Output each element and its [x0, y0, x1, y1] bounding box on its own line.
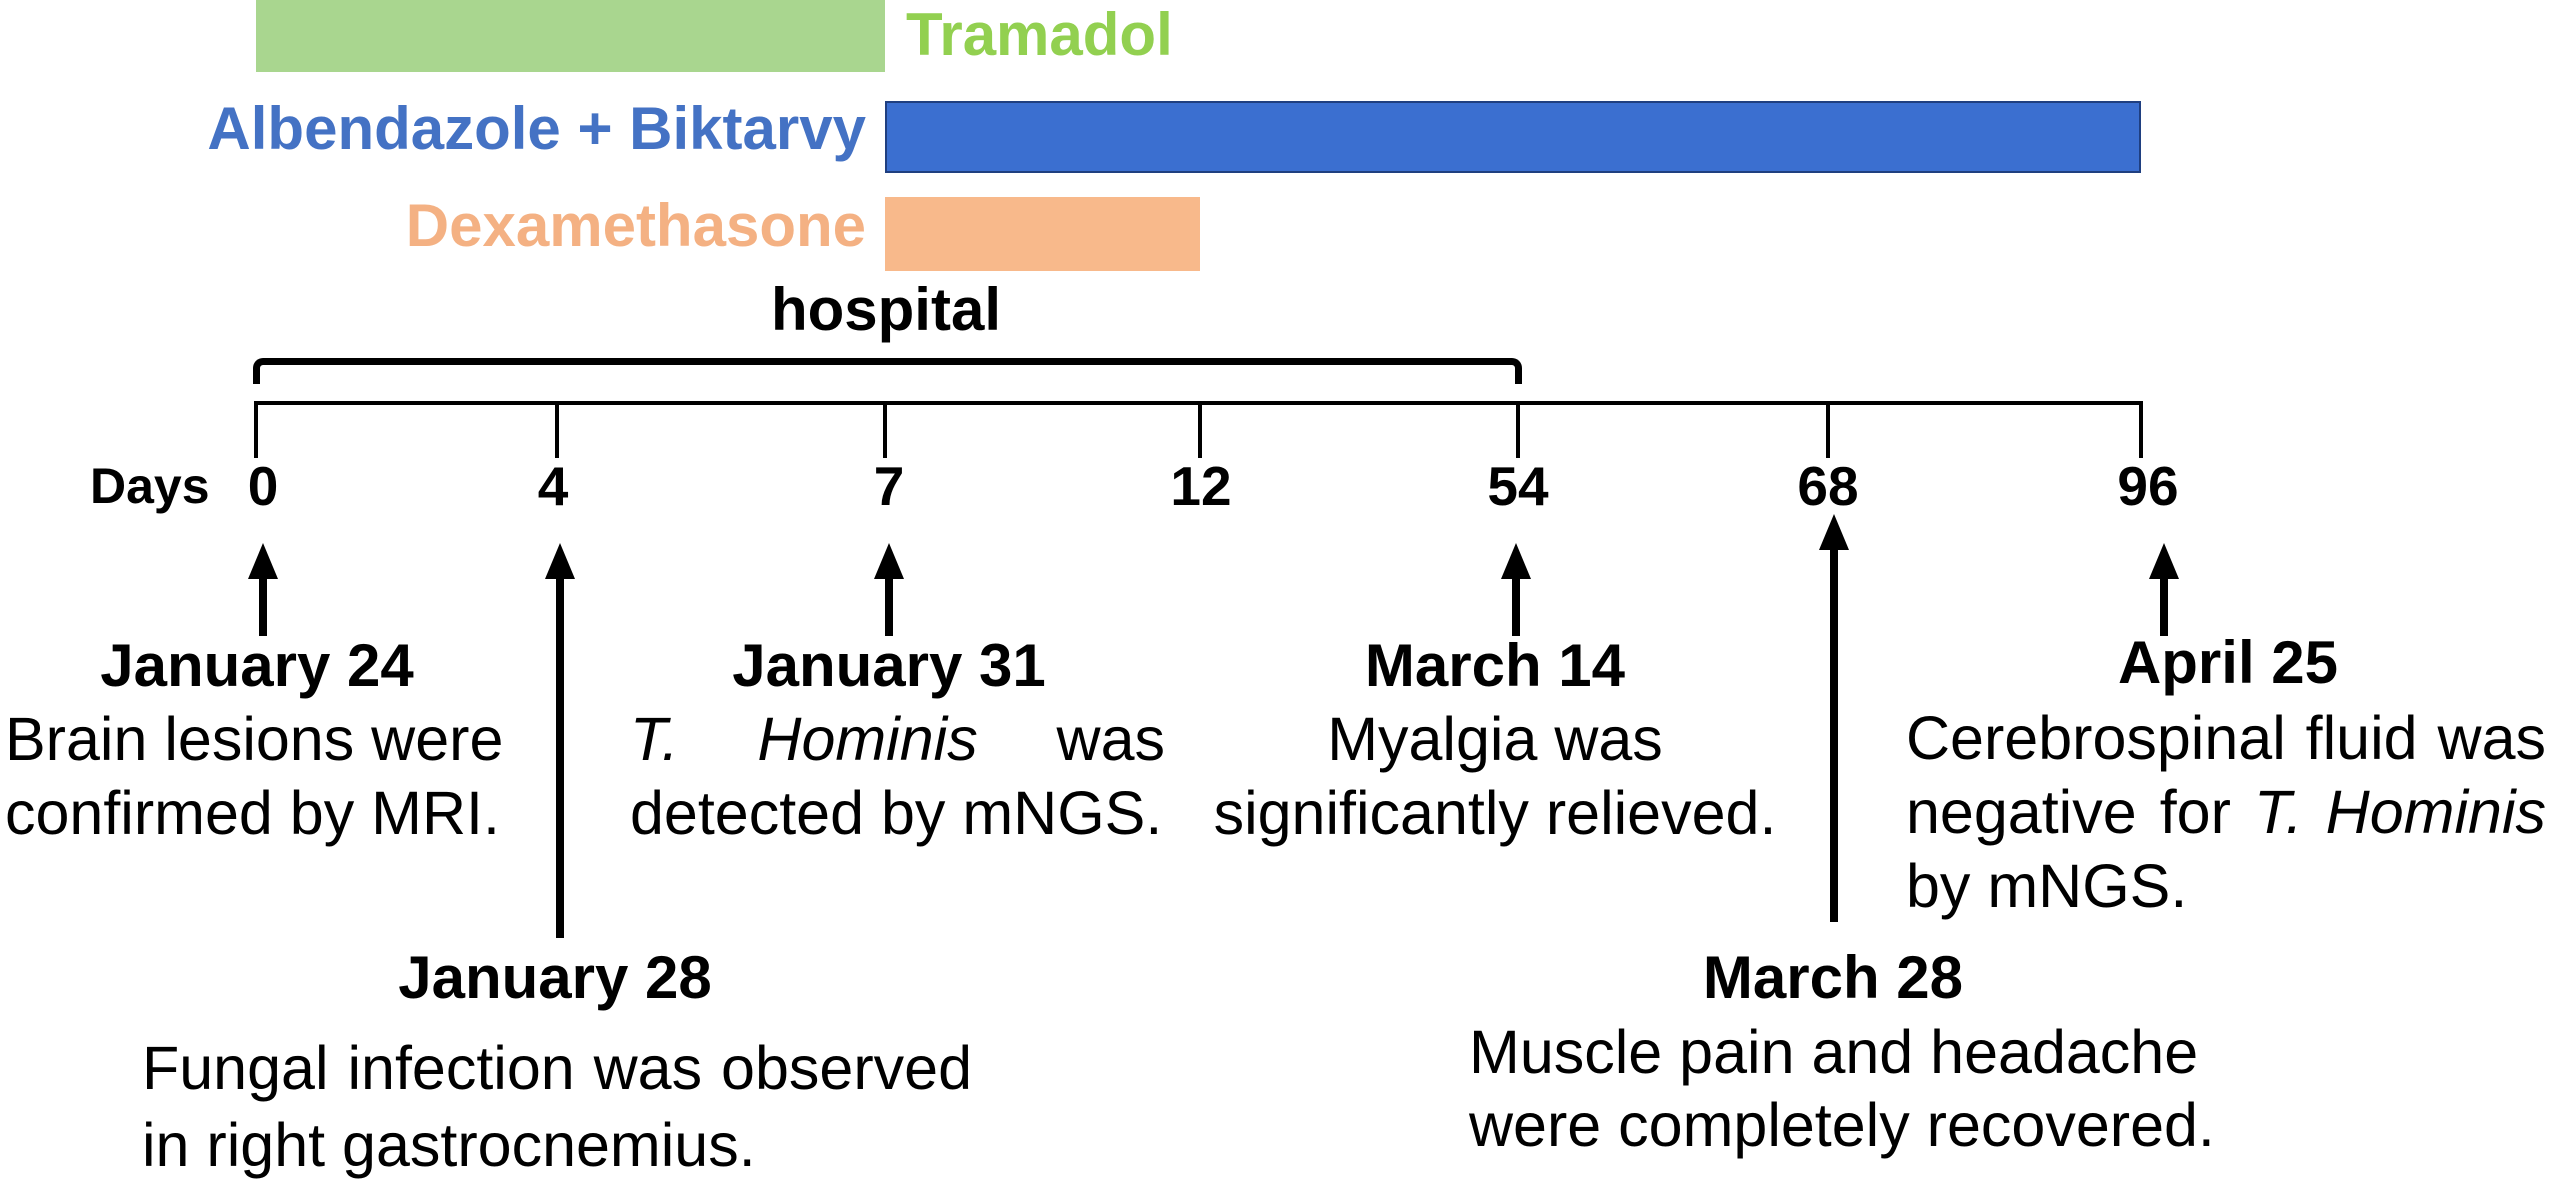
arrow-shaft	[259, 573, 267, 636]
organism-name: T. Hominis	[630, 705, 978, 773]
description-line: T. Hominis was	[630, 702, 1165, 776]
tick-96	[2139, 401, 2143, 458]
arrow-shaft	[1830, 544, 1838, 922]
arrow-head	[2149, 543, 2179, 579]
event-description-january-28: Fungal infection was observed in right g…	[142, 1030, 972, 1184]
description-line: by mNGS.	[1906, 852, 2188, 920]
description-line: confirmed by MRI.	[5, 779, 500, 847]
arrow-day-0	[248, 543, 278, 636]
tramadol-label: Tramadol	[906, 1, 1173, 68]
description-line: were completely recovered.	[1469, 1091, 2215, 1159]
arrow-head	[1501, 543, 1531, 579]
tick-label-4: 4	[537, 455, 569, 517]
arrow-day-68	[1819, 514, 1849, 922]
arrow-day-54	[1501, 543, 1531, 636]
days-axis-label: Days	[90, 458, 210, 514]
arrow-head	[248, 543, 278, 579]
description-line: detected by mNGS.	[630, 779, 1163, 847]
tick-68	[1826, 401, 1830, 458]
event-description-march-14: Myalgia was significantly relieved.	[1195, 702, 1795, 850]
description-text: negative for	[1906, 778, 2231, 846]
hospital-bracket	[253, 358, 1522, 384]
organism-name: T. Hominis	[2253, 778, 2546, 846]
tick-54	[1516, 401, 1520, 458]
arrow-head	[874, 543, 904, 579]
arrow-shaft	[1512, 573, 1520, 636]
description-line: Fungal infection was observed	[142, 1034, 972, 1102]
event-description-april-25: Cerebrospinal fluid was negative for T. …	[1906, 701, 2546, 923]
arrow-head	[1819, 514, 1849, 550]
arrow-shaft	[556, 573, 564, 938]
tick-7	[883, 401, 887, 458]
tick-4	[555, 401, 559, 458]
tick-label-7: 7	[873, 455, 905, 517]
event-date-march-28: March 28	[1702, 944, 1964, 1011]
description-line: negative for T. Hominis	[1906, 775, 2546, 849]
hospital-label: hospital	[770, 276, 1001, 343]
arrow-day-96	[2149, 543, 2179, 636]
event-description-march-28: Muscle pain and headache were completely…	[1469, 1016, 2249, 1162]
albendazole-biktarvy-bar	[885, 101, 2141, 173]
arrow-shaft	[2160, 573, 2168, 636]
dexamethasone-label: Dexamethasone	[405, 192, 866, 259]
tick-12	[1198, 401, 1202, 458]
event-date-march-14: March 14	[1364, 632, 1626, 699]
description-line: significantly relieved.	[1213, 779, 1777, 847]
description-line: in right gastrocnemius.	[142, 1111, 756, 1179]
albendazole-biktarvy-label: Albendazole + Biktarvy	[207, 95, 866, 162]
tick-label-0: 0	[247, 455, 279, 517]
arrow-head	[545, 543, 575, 579]
event-date-january-31: January 31	[732, 632, 1046, 699]
description-line: Myalgia was	[1327, 705, 1663, 773]
tick-label-12: 12	[1170, 455, 1232, 517]
description-text: was	[1056, 705, 1165, 773]
dexamethasone-bar	[885, 197, 1200, 271]
event-date-april-25: April 25	[2117, 629, 2339, 696]
tick-label-96: 96	[2117, 455, 2179, 517]
tramadol-bar	[256, 0, 885, 72]
event-description-january-31: T. Hominis was detected by mNGS.	[630, 702, 1165, 850]
event-date-january-24: January 24	[100, 632, 414, 699]
arrow-shaft	[885, 573, 893, 636]
arrow-day-7	[874, 543, 904, 636]
event-date-january-28: January 28	[398, 944, 712, 1011]
description-line: Brain lesions were	[5, 705, 504, 773]
description-line: Muscle pain and headache	[1469, 1018, 2199, 1086]
tick-0	[254, 401, 258, 458]
tick-label-54: 54	[1487, 455, 1549, 517]
description-line: Cerebrospinal fluid was	[1906, 704, 2546, 772]
arrow-day-4	[545, 543, 575, 938]
tick-label-68: 68	[1797, 455, 1859, 517]
event-description-january-24: Brain lesions were confirmed by MRI.	[5, 702, 565, 850]
